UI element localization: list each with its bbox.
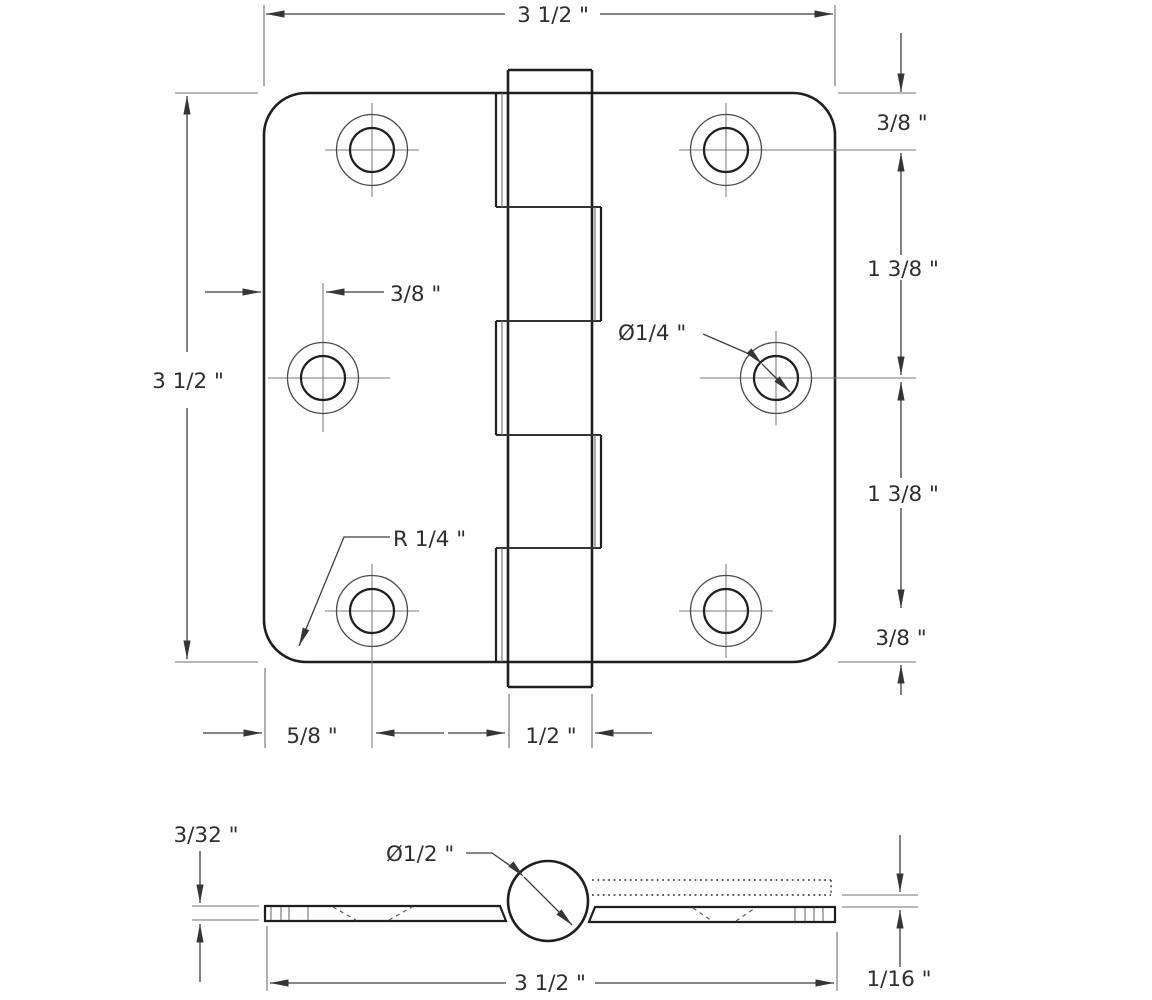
dim-top-width: 3 1/2 " <box>263 3 836 86</box>
callout-corner-radius-label: R 1/4 " <box>393 527 466 552</box>
side-view: 3/32 " Ø1/2 " 3 1/2 " 1/16 " <box>173 823 931 996</box>
dim-leaf-gap: 1/16 " <box>842 835 932 992</box>
screw-hole-bottom-right <box>679 564 773 658</box>
dim-right-chain: 3/8 " 1 3/8 " 1 3/8 " 3/8 " <box>838 33 939 695</box>
dim-side-width-label: 3 1/2 " <box>514 971 586 996</box>
dim-leaf-thickness: 3/32 " <box>173 823 259 982</box>
callout-hole-diameter-label: Ø1/4 " <box>618 321 686 346</box>
dim-hole-edge-offset-label: 3/8 " <box>390 282 441 307</box>
dim-top-width-label: 3 1/2 " <box>517 3 589 28</box>
dim-bottom-offsets: 5/8 " 1/2 " <box>203 668 652 749</box>
dim-chain-lower-span: 1 3/8 " <box>867 482 939 507</box>
callout-corner-radius: R 1/4 " <box>298 527 466 647</box>
dim-chain-bottom-margin: 3/8 " <box>875 626 926 651</box>
dim-leaf-thickness-label: 3/32 " <box>173 823 238 848</box>
phantom-leaf <box>592 879 832 896</box>
screw-hole-bottom-left <box>325 564 419 748</box>
screw-hole-top-right <box>679 103 916 197</box>
callout-hole-diameter: Ø1/4 " <box>618 321 791 393</box>
callout-barrel-diameter-label: Ø1/2 " <box>386 842 454 867</box>
right-leaf-profile <box>587 905 837 924</box>
hinge-barrel <box>494 68 603 689</box>
barrel-circle <box>506 859 590 943</box>
dim-left-height: 3 1/2 " <box>152 92 258 663</box>
dim-left-height-label: 3 1/2 " <box>152 369 224 394</box>
dim-chain-upper-span: 1 3/8 " <box>867 257 939 282</box>
screw-hole-mid-left <box>268 283 390 432</box>
dim-hole-edge-offset: 3/8 " <box>205 282 441 307</box>
dim-leaf-gap-label: 1/16 " <box>866 967 931 992</box>
dim-bottom-edge-offset-label: 5/8 " <box>286 724 337 749</box>
screw-hole-top-left <box>325 103 419 197</box>
dim-knuckle-width-label: 1/2 " <box>525 724 576 749</box>
callout-barrel-diameter: Ø1/2 " <box>386 842 573 926</box>
left-leaf-profile <box>263 904 508 923</box>
leaf-hidden-lines <box>270 906 824 922</box>
dim-side-width: 3 1/2 " <box>266 926 838 996</box>
top-view: 3 1/2 " 3 1/2 " 3/8 " 1 3/8 " 1 3/8 " 3/… <box>152 3 939 749</box>
dim-chain-top-margin: 3/8 " <box>876 111 927 136</box>
screw-hole-mid-right <box>700 331 916 425</box>
